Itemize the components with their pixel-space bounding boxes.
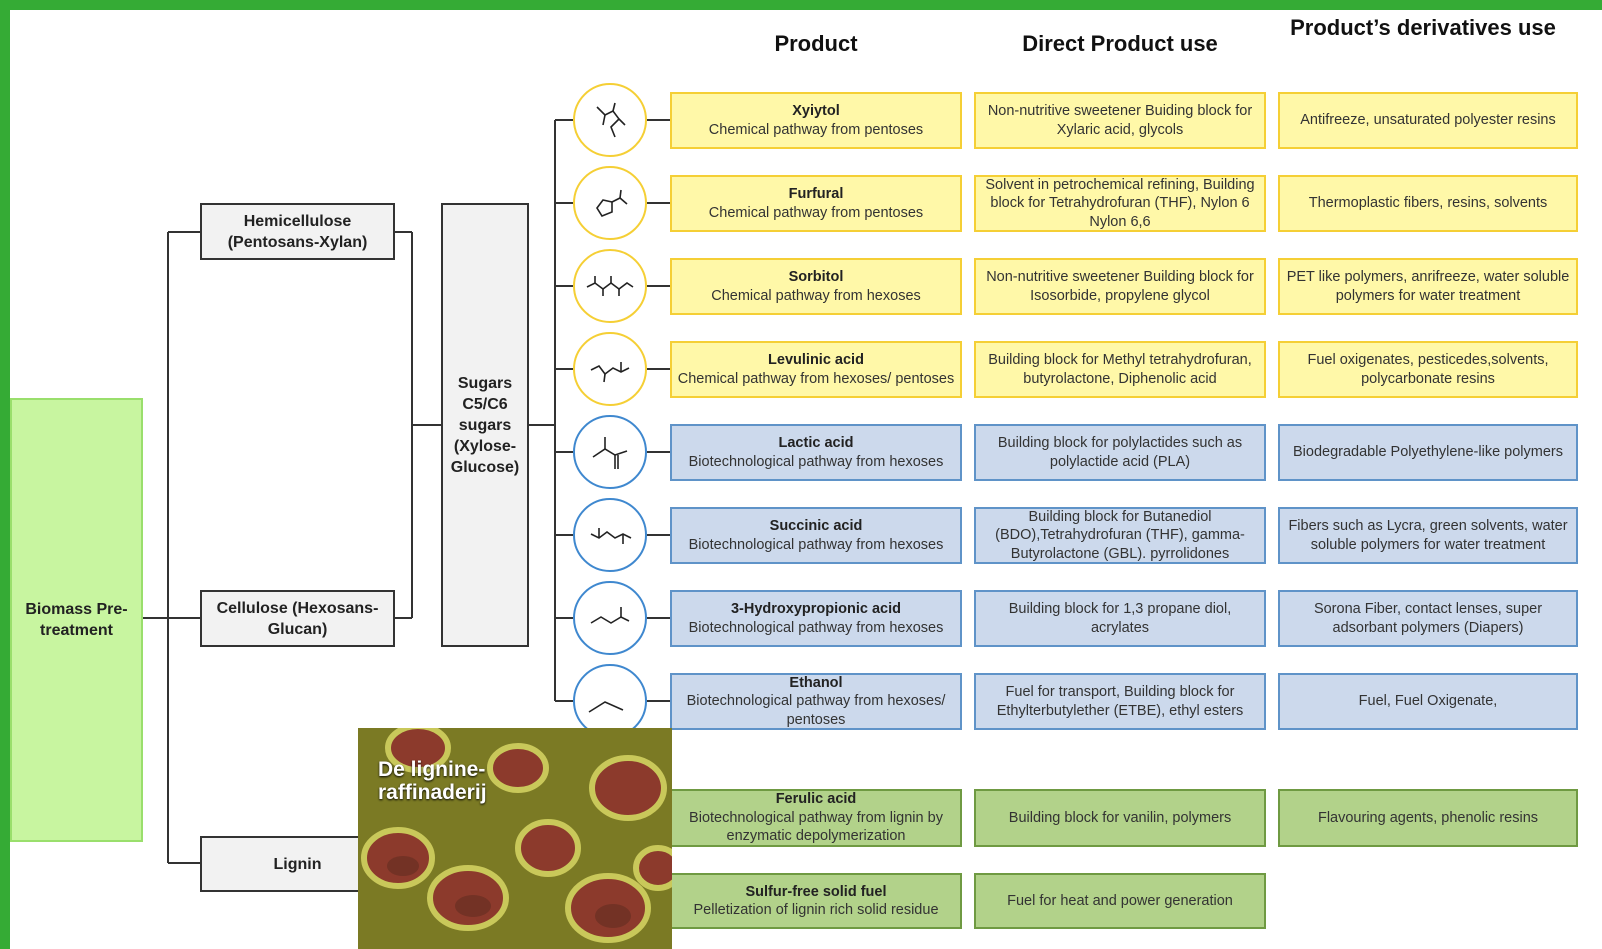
header-direct-use: Direct Product use [1022, 31, 1218, 56]
product-name: Levulinic acid [768, 352, 864, 368]
product-pathway: Biotechnological pathway from hexoses [688, 619, 944, 636]
furfural-structure-icon [573, 166, 647, 240]
product-name: Sulfur-free solid fuel [745, 883, 887, 900]
product-pathway: Biotechnological pathway from hexoses [688, 536, 944, 553]
derivatives-use-hydroxypropionic-acid: Sorona Fiber, contact lenses, super adso… [1278, 590, 1578, 647]
succinic-acid-structure-icon [573, 498, 647, 572]
direct-use-sulfur-free-solid-fuel: Fuel for heat and power generation [974, 873, 1266, 929]
direct-use-ferulic-acid: Building block for vanilin, polymers [974, 789, 1266, 847]
lignin-article-thumbnail[interactable]: De lignine- raffinaderij [358, 728, 672, 949]
sorbitol-structure-icon [573, 249, 647, 323]
direct-use-ethanol: Fuel for transport, Building block for E… [974, 673, 1266, 730]
product-name: Xyiytol [792, 103, 840, 119]
hemicellulose-box: Hemicellulose (Pentosans-Xylan) [200, 203, 395, 260]
derivatives-use-xylitol: Antifreeze, unsaturated polyester resins [1278, 92, 1578, 149]
product-name: Sorbitol [788, 269, 844, 285]
product-pathway: Biotechnological pathway from hexoses [688, 453, 944, 470]
derivatives-use-lactic-acid: Biodegradable Polyethylene-like polymers [1278, 424, 1578, 481]
sugars-box: Sugars C5/C6 sugars (Xylose- Glucose) [441, 203, 529, 647]
product-name: Furfural [788, 186, 844, 202]
derivatives-use-succinic-acid: Fibers such as Lycra, green solvents, wa… [1278, 507, 1578, 564]
xylitol-structure-icon [573, 83, 647, 157]
thumbnail-title: De lignine- raffinaderij [378, 758, 487, 804]
product-pathway: Biotechnological pathway from lignin by … [689, 809, 943, 845]
direct-use-levulinic-acid: Building block for Methyl tetrahydrofura… [974, 341, 1266, 398]
cellulose-box: Cellulose (Hexosans-Glucan) [200, 590, 395, 647]
product-pathway: Chemical pathway from pentoses [708, 121, 924, 138]
hydroxypropionic-acid-structure-icon [573, 581, 647, 655]
connector-lines [143, 119, 670, 864]
biomass-pretreatment-box: Biomass Pre-treatment [10, 398, 143, 842]
direct-use-succinic-acid: Building block for Butanediol (BDO),Tetr… [974, 507, 1266, 564]
header-derivatives-use: Product’s derivatives use [1290, 15, 1556, 40]
derivatives-use-levulinic-acid: Fuel oxigenates, pesticedes,solvents, po… [1278, 341, 1578, 398]
direct-use-sorbitol: Non-nutritive sweetener Building block f… [974, 258, 1266, 315]
product-name: Lactic acid [778, 435, 854, 451]
product-pathway: Biotechnological pathway from hexoses/ p… [686, 693, 946, 728]
lactic-acid-structure-icon [573, 415, 647, 489]
product-name: 3-Hydroxypropionic acid [730, 601, 901, 617]
direct-use-xylitol: Non-nutritive sweetener Buiding block fo… [974, 92, 1266, 149]
direct-use-lactic-acid: Building block for polylactides such as … [974, 424, 1266, 481]
product-pathway: Pelletization of lignin rich solid resid… [693, 902, 939, 918]
lignin-micrograph-image [358, 728, 672, 949]
direct-use-hydroxypropionic-acid: Building block for 1,3 propane diol, acr… [974, 590, 1266, 647]
product-name: Ferulic acid [775, 791, 857, 808]
product-pathway: Chemical pathway from hexoses/ pentoses [677, 370, 955, 387]
product-pathway: Chemical pathway from hexoses [711, 287, 921, 304]
derivatives-use-sorbitol: PET like polymers, anrifreeze, water sol… [1278, 258, 1578, 315]
direct-use-furfural: Solvent in petrochemical refining, Build… [974, 175, 1266, 232]
derivatives-use-furfural: Thermoplastic fibers, resins, solvents [1278, 175, 1578, 232]
product-name: Succinic acid [769, 518, 863, 534]
derivatives-use-ferulic-acid: Flavouring agents, phenolic resins [1278, 789, 1578, 847]
ethanol-structure-icon [573, 664, 647, 738]
derivatives-use-ethanol: Fuel, Fuel Oxigenate, [1278, 673, 1578, 730]
levulinic-acid-structure-icon [573, 332, 647, 406]
product-name: Ethanol [789, 674, 843, 691]
biorefinery-diagram: Product Direct Product use Product’s der… [10, 10, 1602, 949]
header-product: Product [774, 31, 858, 56]
product-pathway: Chemical pathway from pentoses [708, 204, 924, 221]
